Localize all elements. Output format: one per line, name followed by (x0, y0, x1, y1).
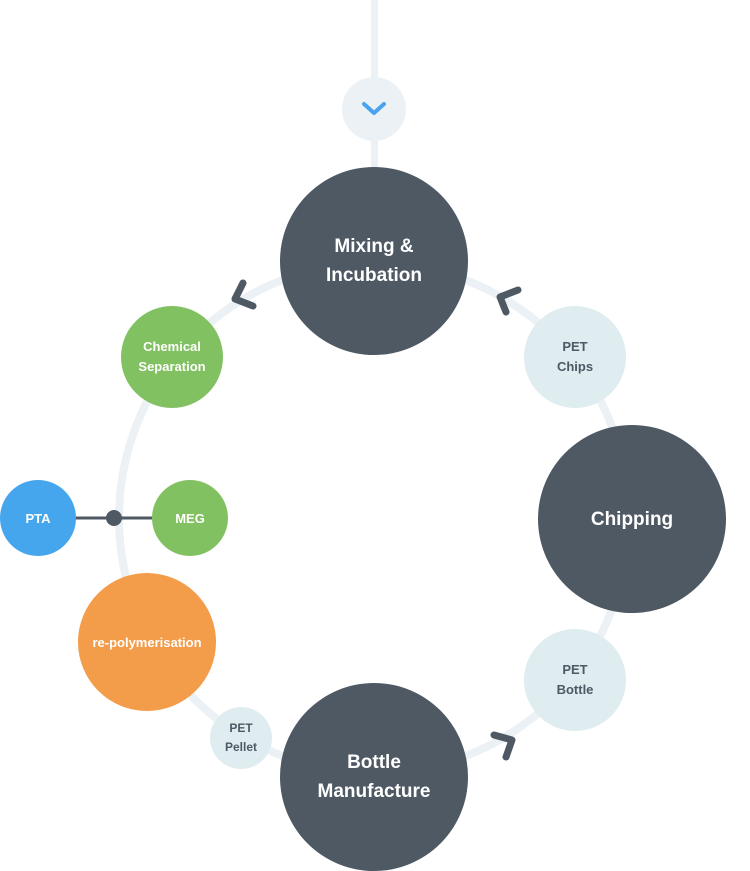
node-pet-pellet: PET Pellet (210, 707, 272, 769)
connector-dot (106, 510, 122, 526)
node-label: Chemical (143, 339, 201, 354)
node-label: Separation (138, 359, 206, 374)
node-repolymerisation: re-polymerisation (78, 573, 216, 711)
node-pta: PTA (0, 480, 76, 556)
node-mixing-incubation: Mixing & Incubation (280, 167, 468, 355)
node-bottle-manufacture: Bottle Manufacture (280, 683, 468, 871)
node-label: Chipping (590, 508, 674, 530)
arrow-head-icon (496, 286, 522, 316)
node-label: re-polymerisation (92, 634, 202, 650)
node-chemical-separation: Chemical Separation (121, 306, 223, 408)
node-pet-chips: PET Chips (524, 306, 626, 408)
arrow-head-icon (231, 279, 257, 310)
node-label: Manufacture (317, 781, 431, 802)
node-label: Mixing & (334, 236, 414, 257)
node-label: Bottle (556, 682, 594, 697)
node-meg: MEG (152, 480, 228, 556)
node-label: PET (229, 721, 253, 735)
node-chipping: Chipping (538, 425, 726, 613)
entry-chevron[interactable] (342, 77, 406, 141)
node-label: PET (562, 662, 588, 677)
node-label: PET (562, 339, 588, 354)
chevron-down-icon (362, 102, 386, 115)
node-label: Pellet (224, 740, 257, 754)
node-pet-bottle: PET Bottle (524, 629, 626, 731)
node-label: MEG (175, 510, 205, 526)
node-label: Incubation (325, 265, 423, 286)
arrow-head-icon (490, 731, 516, 761)
node-label: PTA (25, 510, 51, 526)
node-label: Bottle (347, 752, 401, 773)
node-label: Chips (556, 359, 594, 374)
